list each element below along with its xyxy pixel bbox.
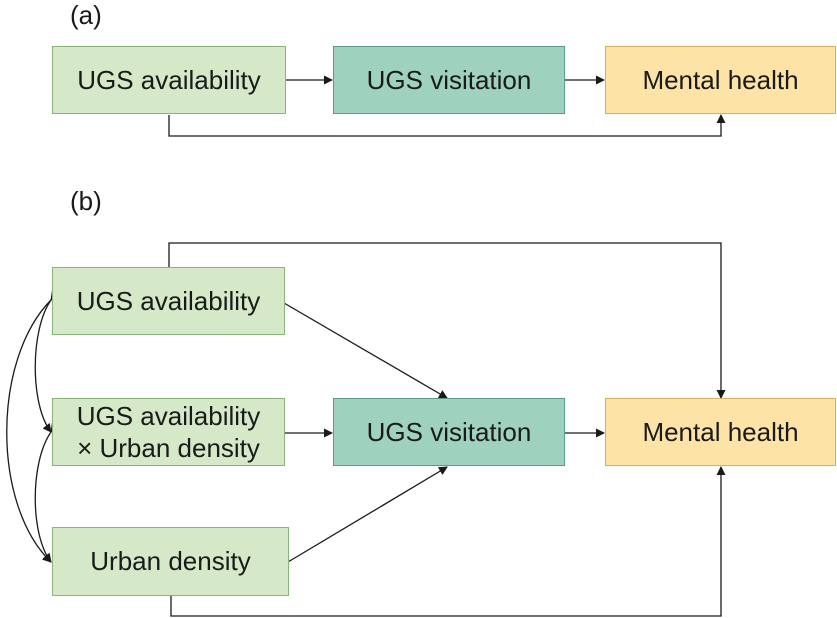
- node-label: UGS visitation: [366, 64, 532, 95]
- correlation-interaction-density: [34, 422, 60, 563]
- node-a-mental-health: Mental health: [605, 46, 836, 114]
- node-b-mental-health: Mental health: [605, 398, 836, 466]
- node-label-line2: × Urban density: [77, 433, 260, 463]
- correlation-availability-density: [6, 291, 60, 563]
- node-b-availability-x-density: UGS availability × Urban density: [52, 398, 285, 466]
- correlation-availability-interaction: [34, 290, 60, 433]
- arrow-b-density-to-visitation: [287, 466, 448, 563]
- panel-b-label: (b): [70, 186, 102, 216]
- node-label: UGS availability: [76, 285, 261, 316]
- arrow-b-density-to-mental-health: [170, 466, 726, 617]
- node-b-ugs-availability: UGS availability: [52, 267, 285, 335]
- arrow-b-availability-to-visitation: [283, 302, 448, 399]
- node-b-ugs-visitation: UGS visitation: [333, 398, 565, 466]
- node-label: UGS availability: [77, 64, 261, 95]
- node-label-line1: UGS availability: [76, 400, 261, 431]
- node-label: UGS visitation: [366, 416, 532, 447]
- arrow-b-availability-to-mental-health: [168, 242, 726, 399]
- arrow-a-availability-to-mental-health: [168, 114, 726, 137]
- node-a-ugs-availability: UGS availability: [52, 46, 286, 114]
- node-a-ugs-visitation: UGS visitation: [333, 46, 565, 114]
- node-label: Urban density: [90, 546, 251, 577]
- panel-a-label: (a): [70, 0, 102, 30]
- node-label: Mental health: [642, 64, 799, 95]
- node-b-urban-density: Urban density: [52, 527, 289, 596]
- node-label: Mental health: [642, 416, 799, 447]
